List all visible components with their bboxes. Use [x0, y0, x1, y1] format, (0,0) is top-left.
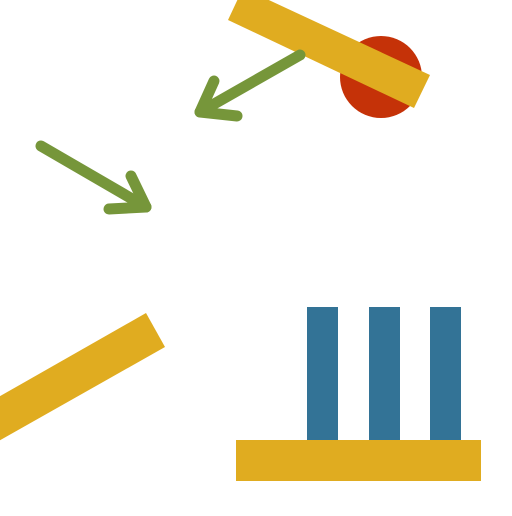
base-plank[interactable]	[236, 440, 481, 481]
left-plank[interactable]	[0, 313, 165, 447]
top-plank[interactable]	[228, 0, 430, 108]
post-3[interactable]	[430, 307, 461, 443]
post-1[interactable]	[307, 307, 338, 443]
post-2[interactable]	[369, 307, 400, 443]
left-arrow[interactable]	[35, 140, 152, 215]
upper-arrow[interactable]	[194, 49, 306, 122]
